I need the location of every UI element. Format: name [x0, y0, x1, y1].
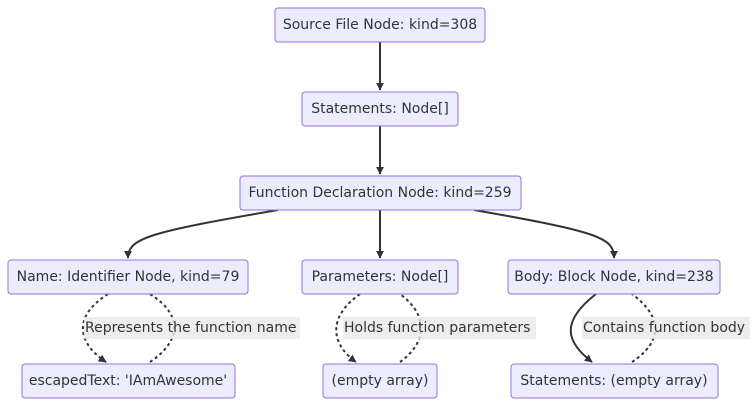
edge-label-parameters: Holds function parameters [343, 317, 536, 339]
node-statements-root: Statements: Node[] [301, 91, 459, 127]
node-escaped-text: escapedText: 'IAmAwesome' [21, 363, 236, 399]
node-statements-empty: Statements: (empty array) [510, 363, 719, 399]
node-empty-array: (empty array) [322, 363, 438, 399]
edge-escaped-text-return [149, 293, 176, 363]
node-empty-array-label: (empty array) [332, 373, 429, 389]
edge-statements-return [631, 293, 657, 363]
node-statements-empty-label: Statements: (empty array) [520, 373, 707, 389]
node-name-identifier-label: Name: Identifier Node, kind=79 [17, 269, 240, 285]
edge-function-to-name [124, 209, 279, 259]
edge-body-to-statements [569, 293, 597, 363]
node-parameters: Parameters: Node[] [301, 259, 459, 295]
node-parameters-label: Parameters: Node[] [312, 269, 449, 285]
edge-label-parameters-text: Holds function parameters [344, 320, 530, 336]
edge-label-body: Contains function body [582, 317, 750, 339]
node-function-declaration-label: Function Declaration Node: kind=259 [248, 185, 511, 201]
edge-labels: Represents the function name Holds funct… [84, 317, 750, 339]
node-escaped-text-label: escapedText: 'IAmAwesome' [29, 373, 227, 389]
node-body-block: Body: Block Node, kind=238 [507, 259, 721, 295]
edge-label-name-text: Represents the function name [85, 320, 296, 336]
node-statements-root-label: Statements: Node[] [311, 101, 449, 117]
nodes: Source File Node: kind=308 Statements: N… [7, 7, 721, 399]
node-body-block-label: Body: Block Node, kind=238 [514, 269, 713, 285]
edge-function-to-body [473, 209, 618, 259]
node-name-identifier: Name: Identifier Node, kind=79 [7, 259, 249, 295]
edge-label-name: Represents the function name [84, 317, 300, 339]
node-function-declaration: Function Declaration Node: kind=259 [239, 175, 522, 211]
node-source-file-label: Source File Node: kind=308 [283, 17, 477, 33]
edge-name-to-escaped-text [81, 293, 109, 363]
edge-label-body-text: Contains function body [583, 320, 745, 336]
node-source-file: Source File Node: kind=308 [274, 7, 486, 43]
